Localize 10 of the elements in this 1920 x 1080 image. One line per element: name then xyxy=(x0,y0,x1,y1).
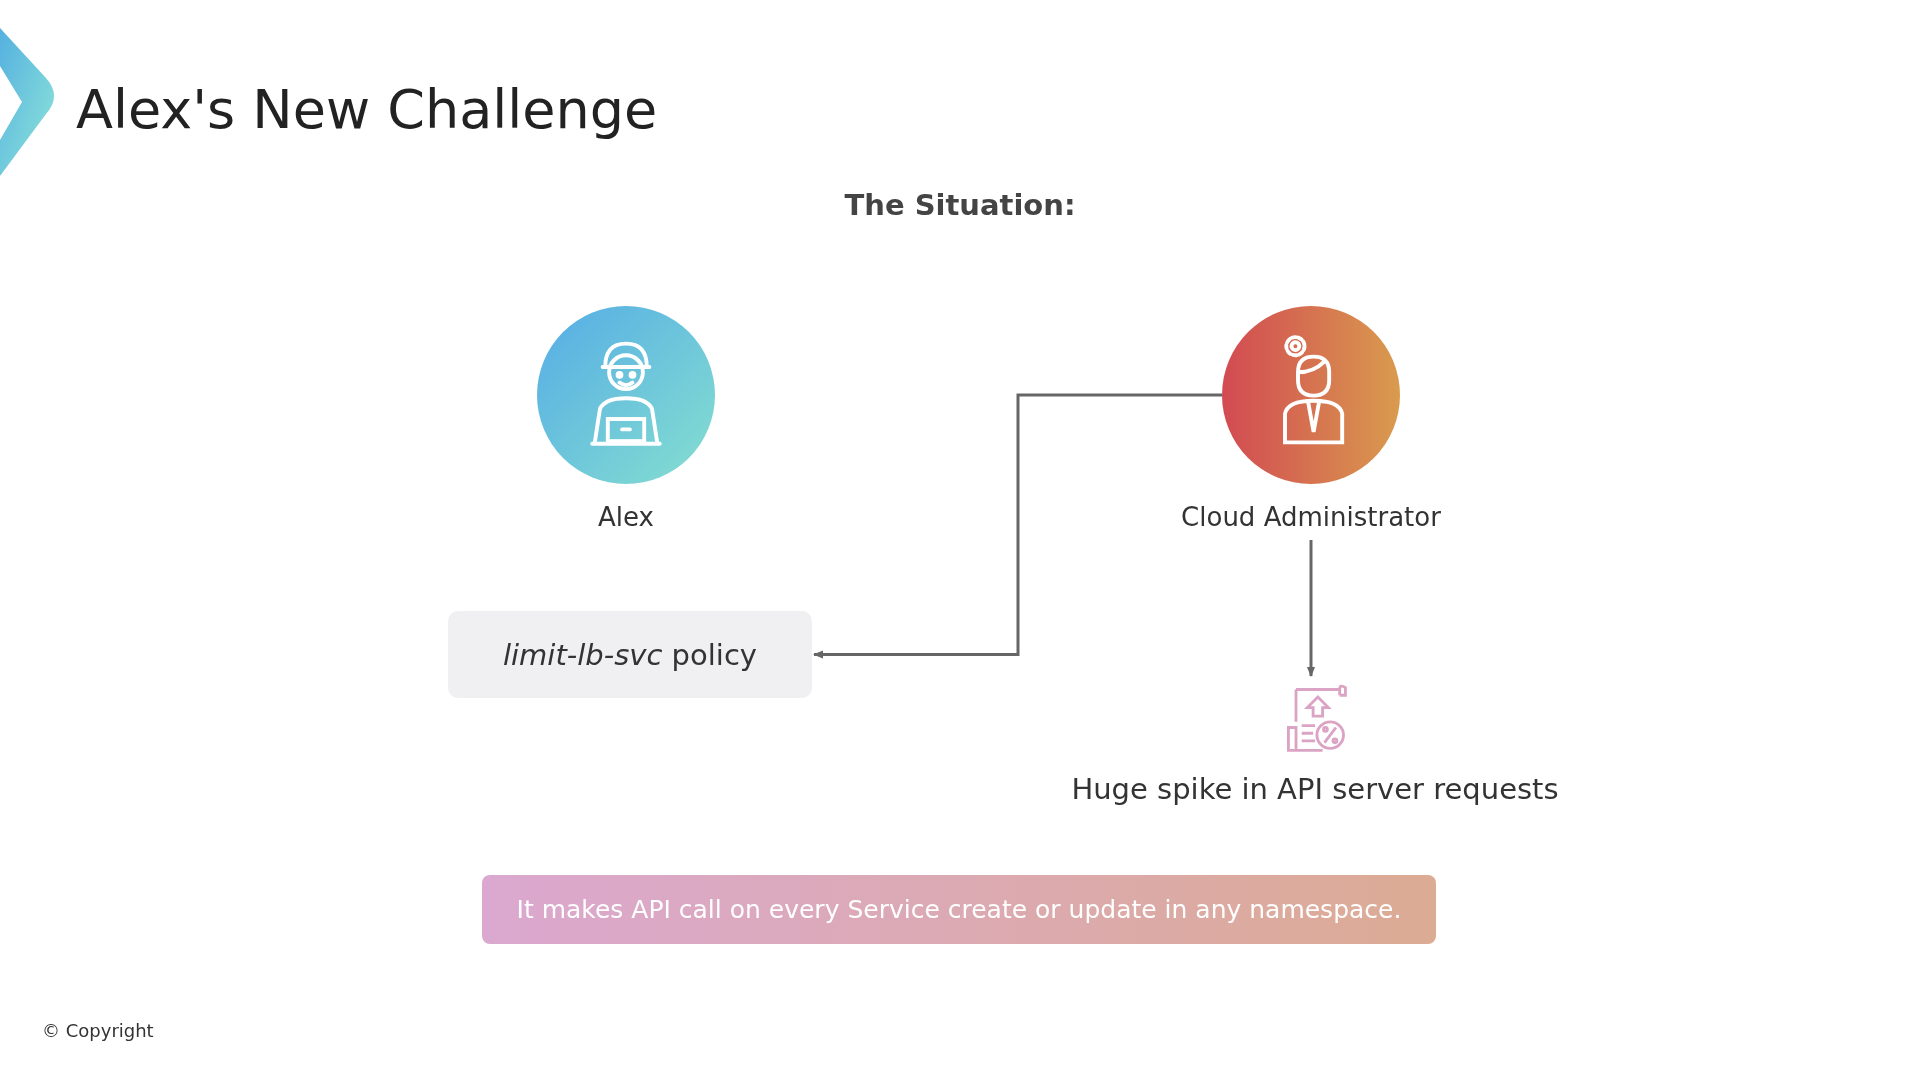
arrow xyxy=(1307,540,1315,677)
slide-title: Alex's New Challenge xyxy=(76,78,658,141)
node-label: Alex xyxy=(597,502,655,532)
copyright-text: © Copyright xyxy=(42,1020,154,1041)
note-banner: It makes API call on every Service create or update in any namespace. xyxy=(482,875,1436,944)
node-label: Cloud Administrator xyxy=(1180,502,1442,532)
section-heading: The Situation: xyxy=(843,188,1077,222)
node-label: Huge spike in API server requests xyxy=(1070,772,1560,806)
arrow xyxy=(813,393,1222,659)
policy-box: limit-lb-svc policy xyxy=(448,611,812,698)
